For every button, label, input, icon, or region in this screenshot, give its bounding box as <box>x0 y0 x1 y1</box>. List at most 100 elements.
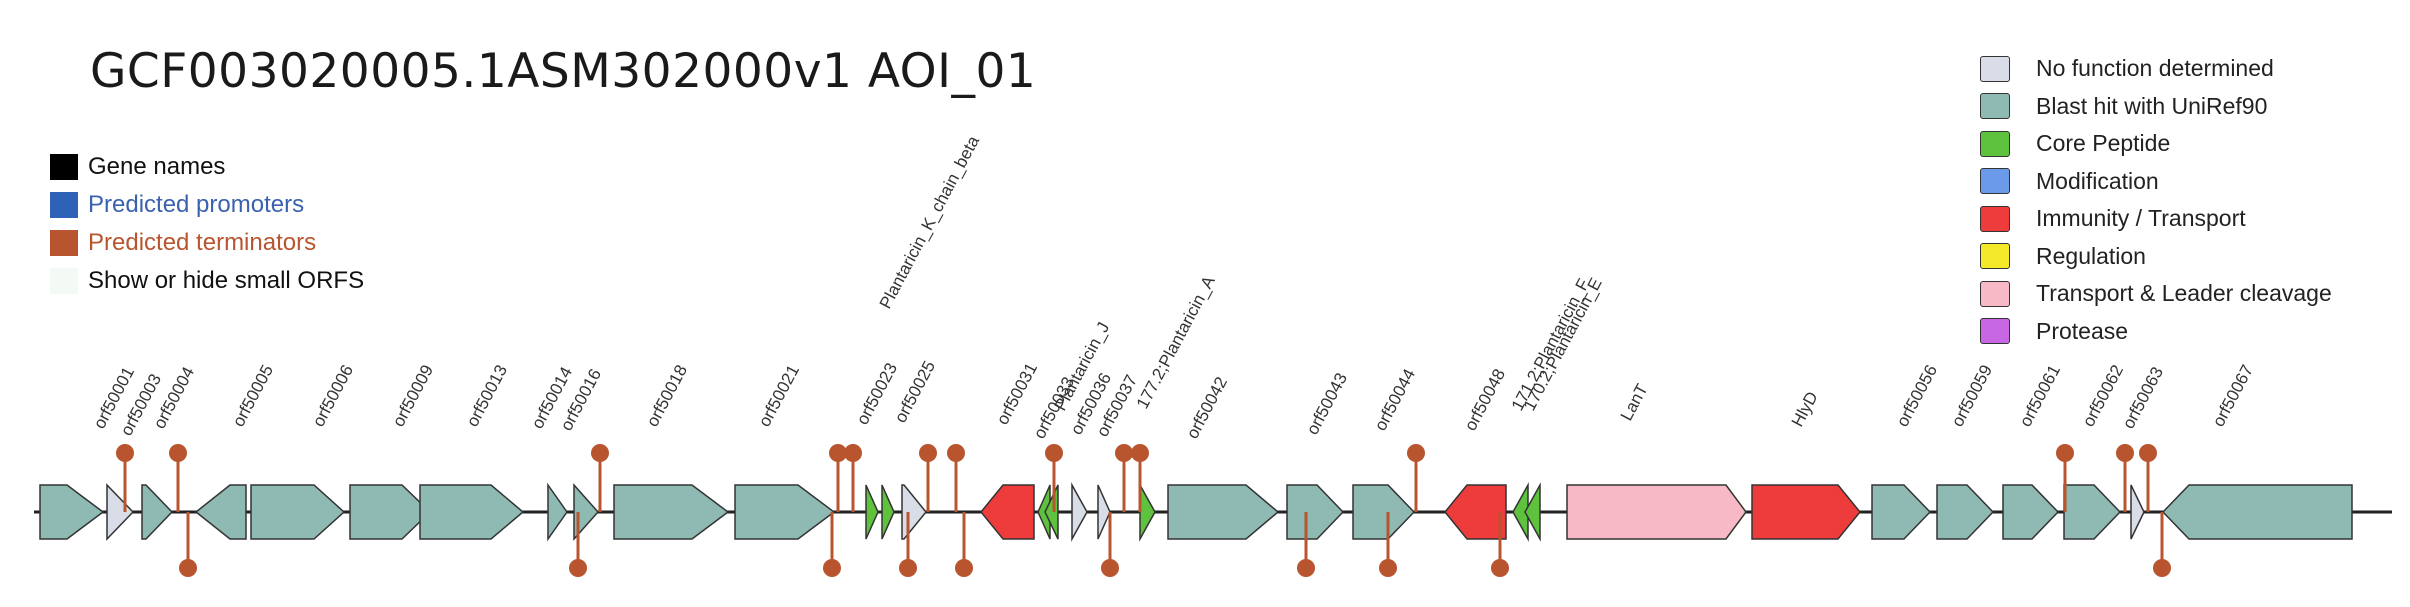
gene-arrow[interactable] <box>613 484 730 540</box>
gene-arrow[interactable] <box>980 484 1035 540</box>
category-blast-hit[interactable]: Blast hit with UniRef90 <box>1980 88 2332 126</box>
category-label: Modification <box>2036 167 2159 194</box>
terminator-marker[interactable] <box>1491 512 1509 577</box>
gene-label: orf50004 <box>150 364 198 432</box>
function-category-legend: No function determined Blast hit with Un… <box>1980 50 2332 350</box>
gene-arrow[interactable] <box>1097 484 1111 540</box>
terminator-marker[interactable] <box>2153 512 2171 577</box>
category-no-function[interactable]: No function determined <box>1980 50 2332 88</box>
gene-arrow[interactable] <box>39 484 105 540</box>
option-gene-names[interactable]: Gene names <box>50 148 364 186</box>
option-small-orfs[interactable]: Show or hide small ORFS <box>50 262 364 300</box>
gene-label: orf50031 <box>993 360 1041 428</box>
gene-arrow[interactable] <box>573 483 600 541</box>
option-label: Gene names <box>88 153 226 180</box>
terminator-marker[interactable] <box>591 444 609 512</box>
terminator-marker[interactable] <box>169 444 187 512</box>
category-core-peptide[interactable]: Core Peptide <box>1980 125 2332 163</box>
cluster-title: GCF003020005.1ASM302000v1 AOI_01 <box>90 44 1037 99</box>
gene-label: orf50005 <box>229 362 277 430</box>
gene-label: orf50013 <box>463 362 511 430</box>
terminator-marker[interactable] <box>955 512 973 577</box>
option-predicted-terminators[interactable]: Predicted terminators <box>50 224 364 262</box>
gene-arrow[interactable] <box>1352 484 1416 540</box>
terminator-marker[interactable] <box>2116 444 2134 512</box>
terminators <box>116 444 2171 577</box>
terminator-marker[interactable] <box>116 444 134 512</box>
gene-arrow[interactable] <box>2002 484 2060 540</box>
category-label: Core Peptide <box>2036 130 2171 157</box>
gene-arrow[interactable] <box>1167 484 1280 540</box>
category-swatch <box>1980 318 2010 345</box>
gene-label: HlyD <box>1788 388 1822 429</box>
gene-label: orf50059 <box>1948 362 1996 430</box>
terminator-marker[interactable] <box>947 444 965 512</box>
gene-arrows <box>39 482 2353 542</box>
category-regulation[interactable]: Regulation <box>1980 238 2332 276</box>
terminator-marker[interactable] <box>1101 512 1119 577</box>
category-swatch <box>1980 130 2010 157</box>
terminator-marker[interactable] <box>2056 444 2074 512</box>
gene-arrow[interactable] <box>194 484 247 540</box>
gene-arrow[interactable] <box>1751 484 1861 540</box>
terminator-marker[interactable] <box>823 512 841 577</box>
gene-names-swatch <box>50 154 78 180</box>
category-swatch <box>1980 280 2010 307</box>
category-label: Protease <box>2036 317 2129 344</box>
terminator-marker[interactable] <box>1407 444 1425 512</box>
terminator-marker[interactable] <box>919 444 937 512</box>
gene-arrow[interactable] <box>1524 482 1541 542</box>
gene-arrow[interactable] <box>419 484 525 540</box>
gene-arrow[interactable] <box>1139 482 1156 542</box>
gene-arrow[interactable] <box>865 484 879 540</box>
category-transport-leader-cleavage[interactable]: Transport & Leader cleavage <box>1980 275 2332 313</box>
terminator-marker[interactable] <box>829 444 847 512</box>
gene-arrow[interactable] <box>547 482 568 542</box>
gene-arrow[interactable] <box>1871 484 1932 540</box>
category-modification[interactable]: Modification <box>1980 163 2332 201</box>
gene-arrow[interactable] <box>881 484 895 540</box>
terminator-marker[interactable] <box>1131 444 1149 512</box>
option-label: Predicted promoters <box>88 191 305 218</box>
terminator-marker[interactable] <box>899 512 917 577</box>
option-label: Show or hide small ORFS <box>88 267 365 294</box>
terminators-swatch <box>50 230 78 256</box>
gene-arrow[interactable] <box>1444 484 1507 540</box>
gene-arrow[interactable] <box>141 484 174 540</box>
terminator-marker[interactable] <box>844 444 862 512</box>
category-immunity-transport[interactable]: Immunity / Transport <box>1980 200 2332 238</box>
gene-arrow[interactable] <box>734 484 836 540</box>
gene-label: orf50067 <box>2209 362 2257 430</box>
option-predicted-promoters[interactable]: Predicted promoters <box>50 186 364 224</box>
gene-arrow[interactable] <box>2130 484 2145 540</box>
gene-arrow[interactable] <box>106 483 135 541</box>
gene-arrow[interactable] <box>1286 484 1345 540</box>
gene-arrow[interactable] <box>2161 484 2353 540</box>
gene-label: 170.2;Plantaricin_E <box>1520 275 1606 414</box>
category-label: Transport & Leader cleavage <box>2036 280 2332 307</box>
category-label: Blast hit with UniRef90 <box>2036 92 2268 119</box>
terminator-marker[interactable] <box>1297 512 1315 577</box>
terminator-marker[interactable] <box>569 512 587 577</box>
category-protease[interactable]: Protease <box>1980 313 2332 351</box>
category-label: Regulation <box>2036 242 2146 269</box>
small-orfs-swatch <box>50 268 78 294</box>
terminator-marker[interactable] <box>1115 444 1133 512</box>
gene-label: LanT <box>1617 381 1652 424</box>
gene-arrow[interactable] <box>1071 482 1088 542</box>
terminator-marker[interactable] <box>1379 512 1397 577</box>
gene-arrow[interactable] <box>1566 484 1747 540</box>
gene-arrow[interactable] <box>2063 484 2122 540</box>
gene-label: orf50009 <box>389 362 437 430</box>
gene-arrow[interactable] <box>250 484 346 540</box>
display-options-legend: Gene names Predicted promoters Predicted… <box>50 148 364 300</box>
gene-arrow[interactable] <box>901 484 927 540</box>
option-label: Predicted terminators <box>88 229 317 256</box>
promoters-swatch <box>50 192 78 218</box>
gene-arrow[interactable] <box>1936 484 1995 540</box>
terminator-marker[interactable] <box>1045 444 1063 512</box>
gene-arrow[interactable] <box>349 484 432 540</box>
terminator-marker[interactable] <box>2139 444 2157 512</box>
terminator-marker[interactable] <box>179 512 197 577</box>
